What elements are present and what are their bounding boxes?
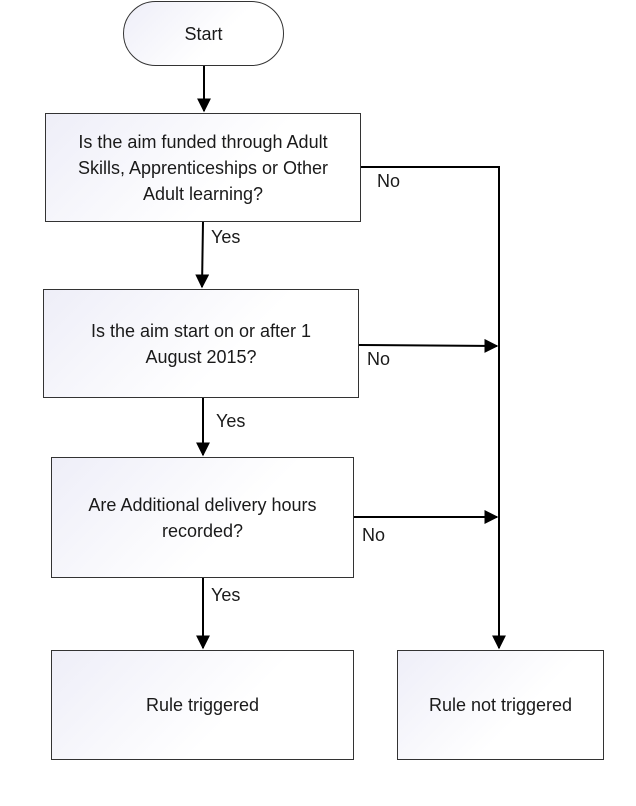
edge-label-hours-yes: Yes — [211, 585, 241, 605]
edge-label-funded-yes: Yes — [211, 227, 241, 247]
arrow-start-date-no — [358, 338, 499, 353]
arrow-funded-no — [361, 166, 506, 650]
decision-start-date: Is the aim start on or after 1 August 20… — [43, 289, 359, 398]
start-node: Start — [123, 1, 284, 66]
edge-label-start-date-yes: Yes — [216, 411, 246, 431]
decision-additional-hours: Are Additional delivery hours recorded? — [51, 457, 354, 578]
edge-label-funded-no: No — [377, 171, 401, 191]
decision-funded: Is the aim funded through Adult Skills, … — [45, 113, 361, 222]
edge-label-hours-no: No — [362, 525, 386, 545]
edge-label-start-date-no: No — [367, 349, 391, 369]
arrow-funded-yes — [195, 221, 210, 289]
outcome-rule-not-triggered: Rule not triggered — [397, 650, 604, 760]
outcome-rule-triggered: Rule triggered — [51, 650, 354, 760]
